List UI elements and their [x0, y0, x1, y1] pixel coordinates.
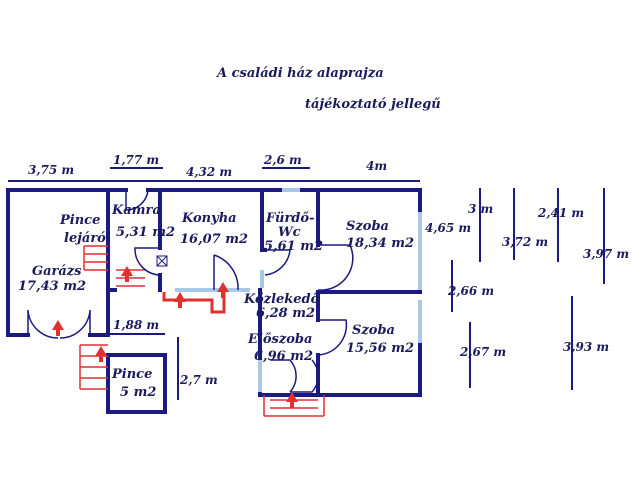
dim-1-88: 1,88 m: [113, 318, 159, 332]
label-garazs: Garázs: [32, 264, 82, 279]
label-szoba-1-area: 18,34 m2: [346, 236, 414, 251]
dim-2-66: 2,66 m: [447, 284, 494, 298]
label-furdo: Fürdő-: [265, 211, 314, 226]
windows: [175, 188, 422, 392]
label-eloszoba: Előszoba: [247, 332, 312, 347]
label-pince: Pince: [111, 367, 152, 382]
entrance-arrows: [52, 266, 298, 408]
label-pince-lejaro-2: lejáró: [64, 231, 106, 246]
dim-3-72: 3,72 m: [502, 235, 548, 249]
dim-2-67: 2,67 m: [459, 345, 506, 359]
doors: [27, 189, 354, 393]
dim-3-93: 3,93 m: [563, 340, 609, 354]
label-konyha-area: 16,07 m2: [180, 232, 248, 247]
label-eloszoba-area: 6,96 m2: [254, 349, 313, 364]
label-szoba-2-area: 15,56 m2: [346, 341, 414, 356]
label-kozlekedo: Közlekedő: [243, 292, 320, 307]
label-konyha: Konyha: [181, 211, 237, 226]
right-dimension-lines: [177, 188, 605, 400]
label-garazs-area: 17,43 m2: [18, 279, 86, 294]
dim-3-97: 3,97 m: [583, 247, 629, 261]
plan-subtitle: tájékoztató jellegű: [305, 97, 441, 112]
top-dimension-line: [8, 167, 420, 182]
label-kamra-area: 5,31 m2: [116, 225, 175, 240]
label-furdo-area: 5,61 m2: [264, 239, 323, 254]
dim-4: 4m: [366, 159, 387, 173]
label-wc: Wc: [278, 225, 301, 240]
label-pince-area: 5 m2: [120, 385, 156, 400]
plan-title: A családi ház alaprajza: [215, 66, 384, 81]
dim-2-6: 2,6 m: [263, 153, 302, 167]
dim-3-75: 3,75 m: [28, 163, 74, 177]
dim-4-65: 4,65 m: [425, 221, 471, 235]
chimney-icon: [156, 255, 168, 267]
dim-1-77: 1,77 m: [113, 153, 159, 167]
label-szoba-1: Szoba: [346, 219, 389, 234]
dim-2-41: 2,41 m: [537, 206, 584, 220]
dim-2-7: 2,7 m: [179, 373, 218, 387]
label-kamra: Kamra: [111, 203, 161, 218]
label-szoba-2: Szoba: [352, 323, 395, 338]
label-kozlekedo-area: 6,28 m2: [256, 306, 315, 321]
label-pince-lejaro-1: Pince: [59, 213, 100, 228]
dim-4-32: 4,32 m: [186, 165, 232, 179]
dim-3: 3 m: [468, 202, 493, 216]
kitchen-counter: [162, 292, 226, 314]
